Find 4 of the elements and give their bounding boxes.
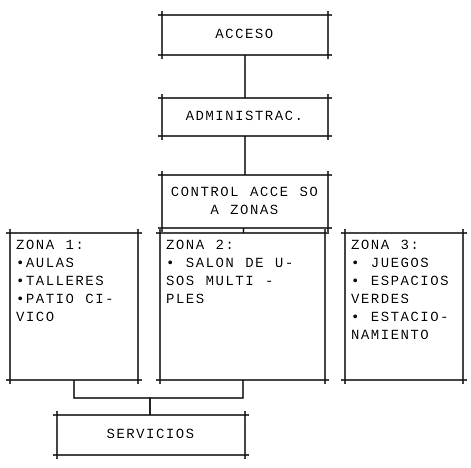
connector-line: [242, 228, 244, 233]
connector-line: [244, 55, 246, 98]
connector-line: [149, 380, 244, 415]
connector-line: [244, 136, 246, 175]
